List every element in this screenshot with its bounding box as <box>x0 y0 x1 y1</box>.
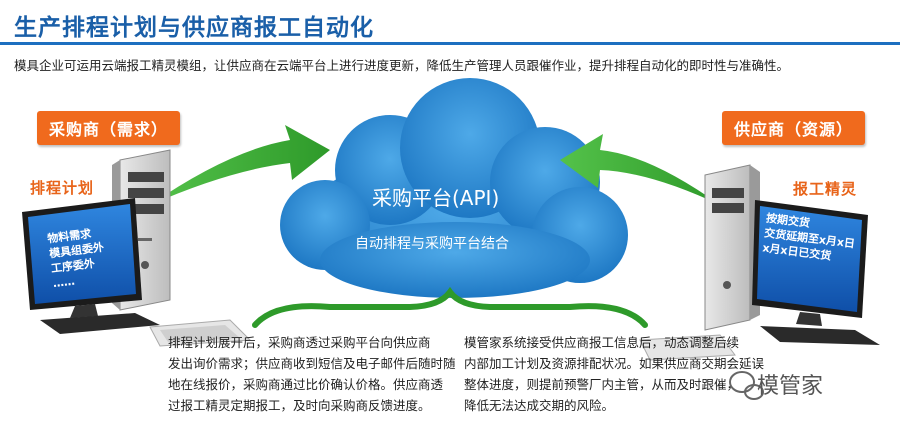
page-subtitle: 模具企业可运用云端报工精灵模组，让供应商在云端平台上进行进度更新，降低生产管理人… <box>14 58 790 73</box>
buyer-role-label: 采购商（需求） <box>37 111 181 145</box>
cloud-shape <box>280 78 628 298</box>
left-description: 排程计划展开后，采购商透过采购平台向供应商 发出询价需求；供应商收到短信及电子邮… <box>168 332 458 416</box>
arrow-right-to-cloud <box>560 134 720 205</box>
right-description-line: 内部加工计划及资源排配状况。如果供应商交期会延误 <box>464 356 765 371</box>
right-description-line: 整体进度，则提前预警厂内主管，从而及时跟催， <box>464 377 740 392</box>
right-description-line: 模管家系统接受供应商报工信息后，动态调整后续 <box>464 335 740 350</box>
wechat-icon <box>729 371 764 400</box>
left-description-line: 过报工精灵定期报工，及时向采购商反馈进度。 <box>168 398 431 413</box>
supplier-role-label: 供应商（资源） <box>722 111 866 145</box>
left-screen-content: 物料需求 模具组委外 工序委外 …… <box>47 225 109 291</box>
right-description: 模管家系统接受供应商报工信息后，动态调整后续 内部加工计划及资源排配状况。如果供… <box>464 332 774 416</box>
bottom-brace <box>252 286 648 328</box>
left-computer <box>22 149 252 347</box>
report-wizard-label: 报工精灵 <box>793 180 858 198</box>
left-description-line: 地在线报价，采购商通过比价确认价格。供应商透 <box>168 377 444 392</box>
title-divider <box>0 42 900 45</box>
cloud-title: 采购平台(API) <box>372 186 500 210</box>
page-title: 生产排程计划与供应商报工自动化 <box>14 15 374 41</box>
arrow-left-to-cloud <box>150 125 330 205</box>
left-description-line: 发出询价需求；供应商收到短信及电子邮件后随时随 <box>168 356 456 371</box>
left-description-line: 排程计划展开后，采购商透过采购平台向供应商 <box>168 335 431 350</box>
watermark-text: 模管家 <box>757 374 824 399</box>
cloud-subtitle: 自动排程与采购平台结合 <box>355 236 509 252</box>
schedule-plan-label: 排程计划 <box>30 179 95 197</box>
right-description-line: 降低无法达成交期的风险。 <box>464 398 615 413</box>
right-computer <box>639 164 880 361</box>
